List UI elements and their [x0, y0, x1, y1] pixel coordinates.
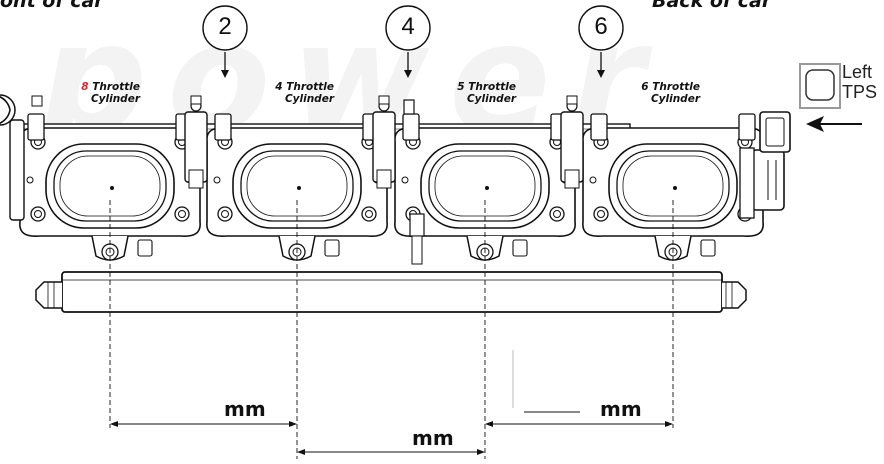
tps-arrow — [806, 116, 862, 132]
actuator-screw — [403, 99, 425, 265]
tps-label: Left TPS — [842, 62, 877, 102]
marker-4 — [385, 5, 431, 78]
throttle-word: Throttle — [286, 81, 334, 93]
throttle-number: 4 — [275, 81, 283, 93]
throttle-body-1 — [9, 95, 201, 261]
dim-2-3-unit: mm — [412, 426, 454, 450]
back-of-car-label: Back of car — [652, 0, 772, 12]
marker-4-number: 4 — [401, 13, 415, 40]
marker-2-number: 2 — [218, 13, 232, 40]
tps-line1: Left — [842, 62, 873, 82]
throttle-number: 6 — [641, 81, 649, 93]
throttle-number: 5 — [457, 81, 465, 93]
throttle-label-3: 5 Throttle Cylinder — [438, 81, 516, 105]
throttle-line2: Cylinder — [90, 93, 140, 105]
throttle-line2: Cylinder — [466, 93, 516, 105]
throttle-body-4 — [560, 95, 764, 261]
throttle-label-1: 8 Throttle Cylinder — [70, 81, 140, 105]
front-of-car-label: ont of car — [0, 0, 104, 12]
throttle-number: 8 — [81, 81, 89, 93]
dimension-lines — [109, 200, 674, 460]
marker-6-number: 6 — [594, 13, 608, 40]
throttle-line2: Cylinder — [284, 93, 334, 105]
throttle-word: Throttle — [652, 81, 700, 93]
marker-2 — [202, 5, 248, 78]
tps-line2: TPS — [842, 82, 878, 102]
throttle-label-2: 4 Throttle Cylinder — [256, 81, 334, 105]
tps-sensor — [739, 111, 791, 219]
fuel-rail — [35, 271, 747, 313]
partial-marker-left — [0, 94, 16, 126]
throttle-word: Throttle — [468, 81, 516, 93]
throttle-label-4: 6 Throttle Cylinder — [622, 81, 700, 105]
throttle-line2: Cylinder — [650, 93, 700, 105]
throttle-word: Throttle — [92, 81, 140, 93]
dim-3-4-unit: mm — [600, 397, 642, 421]
dim-1-2-unit: mm — [224, 397, 266, 421]
marker-6 — [578, 5, 624, 78]
